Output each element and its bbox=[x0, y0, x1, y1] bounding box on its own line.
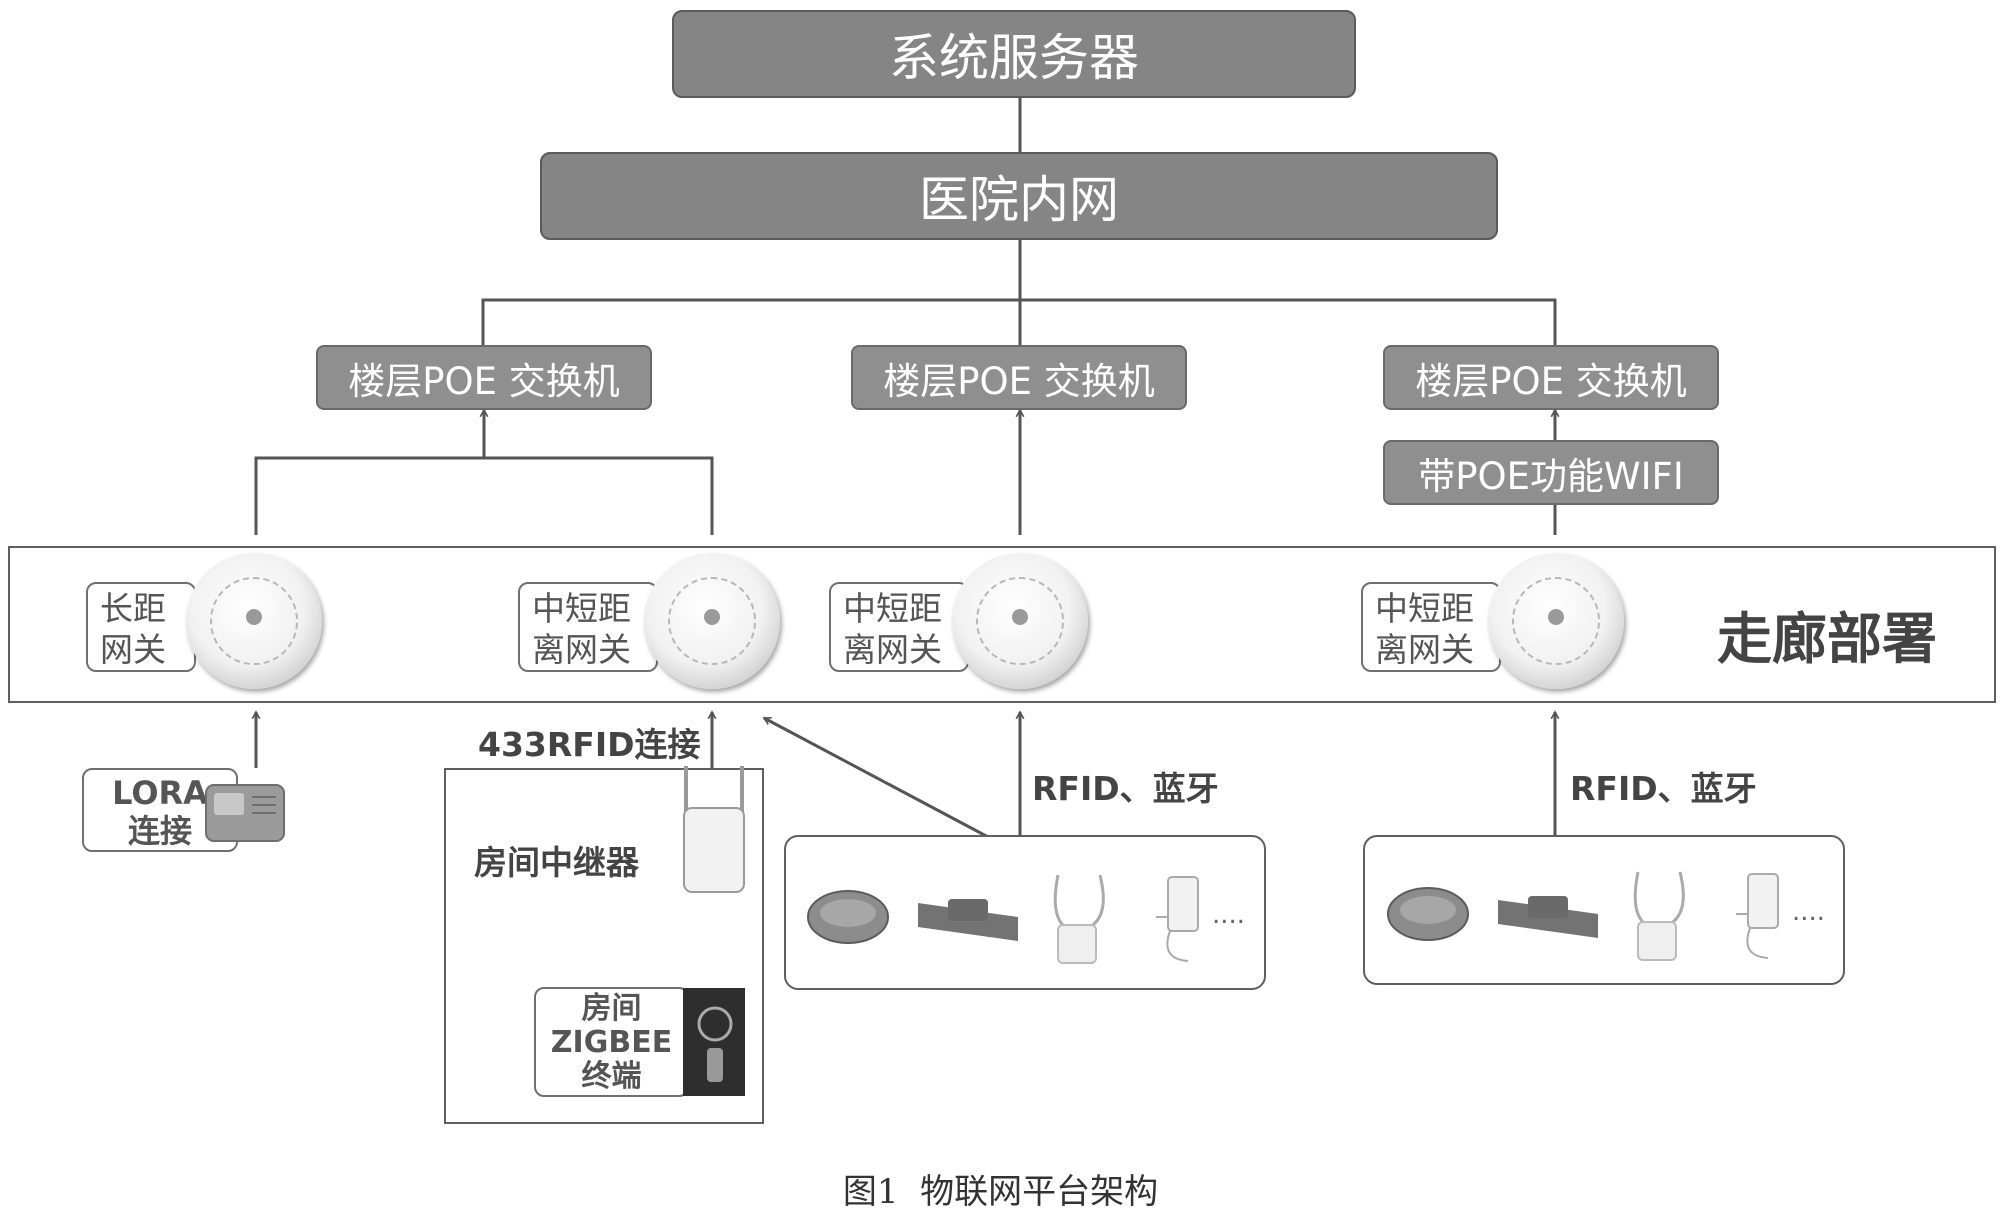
rfid-bt-label-1: RFID、蓝牙 bbox=[1032, 769, 1219, 808]
ellipsis-1: .... bbox=[1212, 900, 1245, 930]
gateway-label-mid-1: 中短距 离网关 bbox=[518, 582, 658, 672]
mid-range-gateway-icon-1 bbox=[644, 553, 780, 689]
rfid433-label: 433RFID连接 bbox=[478, 725, 701, 764]
zigbee-terminal-label: 房间 ZIGBEE 终端 bbox=[534, 987, 689, 1097]
poe-wifi-label: 带POE功能WIFI bbox=[1418, 454, 1684, 498]
figure-caption: 图1 物联网平台架构 bbox=[842, 1172, 1159, 1212]
system-server-label: 系统服务器 bbox=[889, 29, 1139, 87]
floor-poe-switch-label: 楼层POE 交换机 bbox=[883, 359, 1155, 403]
floor-poe-switch-label: 楼层POE 交换机 bbox=[1415, 359, 1687, 403]
mid-range-gateway-icon-3 bbox=[1488, 553, 1624, 689]
ellipsis-2: .... bbox=[1792, 897, 1825, 927]
floor-poe-switch-3: 楼层POE 交换机 bbox=[1383, 345, 1719, 410]
hospital-intranet-label: 医院内网 bbox=[919, 171, 1119, 229]
corridor-label: 走廊部署 bbox=[1717, 607, 1938, 671]
poe-wifi-box: 带POE功能WIFI bbox=[1383, 440, 1719, 505]
room-repeater-icon bbox=[683, 766, 745, 893]
system-server-box: 系统服务器 bbox=[672, 10, 1356, 98]
rfid-bt-label-2: RFID、蓝牙 bbox=[1570, 769, 1757, 808]
lora-device-icon bbox=[205, 784, 285, 842]
device-icons-2: .... bbox=[1387, 871, 1825, 961]
long-range-gateway-icon bbox=[186, 553, 322, 689]
floor-poe-switch-2: 楼层POE 交换机 bbox=[851, 345, 1187, 410]
floor-poe-switch-label: 楼层POE 交换机 bbox=[348, 359, 620, 403]
zigbee-lock-icon bbox=[683, 988, 745, 1096]
room-repeater-label: 房间中继器 bbox=[474, 843, 639, 882]
gateway-label-long: 长距 网关 bbox=[86, 582, 196, 672]
gateway-label-mid-2: 中短距 离网关 bbox=[829, 582, 969, 672]
hospital-intranet-box: 医院内网 bbox=[540, 152, 1498, 240]
gateway-label-mid-3: 中短距 离网关 bbox=[1361, 582, 1501, 672]
mid-range-gateway-icon-2 bbox=[952, 553, 1088, 689]
floor-poe-switch-1: 楼层POE 交换机 bbox=[316, 345, 652, 410]
device-icons-1: .... bbox=[807, 874, 1245, 964]
